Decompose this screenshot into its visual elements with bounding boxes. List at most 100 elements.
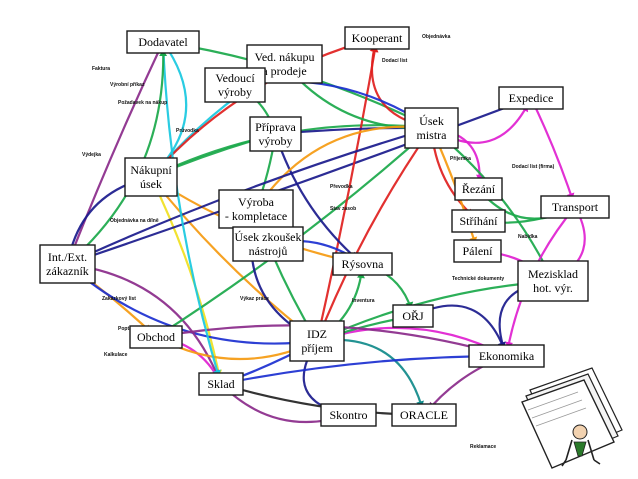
node-label: Expedice (509, 91, 554, 105)
edge-sklad-ekonomika (220, 354, 507, 386)
node-label: Úsek (419, 114, 444, 128)
node-box (392, 304, 434, 328)
node-box (249, 116, 302, 152)
node-oracle[interactable]: ORACLE (391, 403, 457, 427)
node-label: příjem (301, 341, 333, 355)
node-label: ORACLE (400, 408, 448, 422)
node-box (451, 209, 506, 233)
node-label: úsek (140, 177, 162, 191)
node-box (517, 260, 589, 302)
node-label: Řezání (462, 182, 496, 196)
node-label: Ved. nákupu (255, 50, 315, 64)
node-box (198, 372, 244, 396)
node-label: nástrojů (249, 244, 288, 258)
node-box (218, 189, 294, 229)
node-box (540, 195, 610, 219)
node-vyroba-kompletace[interactable]: Výroba- kompletace (218, 189, 294, 229)
connection-label: Kalkulace (104, 352, 128, 358)
node-sklad[interactable]: Sklad (198, 372, 244, 396)
node-box (332, 252, 393, 276)
connection-label: Nabídka (518, 234, 538, 240)
node-box (391, 403, 457, 427)
node-strihani[interactable]: Stříhání (451, 209, 506, 233)
node-ekonomika[interactable]: Ekonomika (468, 344, 545, 368)
connection-label: Faktura (92, 66, 110, 72)
connection-label: Výdejka (82, 152, 101, 158)
edge-idz-usek_mistra (315, 127, 433, 342)
edge-dodavatel-int_ext (66, 41, 164, 265)
connection-label: Průvodka (176, 127, 199, 134)
node-label: zákazník (46, 264, 89, 278)
node-label: Vedoucí (215, 71, 255, 85)
node-label: Transport (552, 200, 599, 214)
node-label: - kompletace (225, 209, 287, 223)
node-label: mistra (417, 128, 448, 142)
node-label: Ekonomika (479, 349, 535, 363)
node-skontro[interactable]: Skontro (320, 403, 377, 427)
node-box (289, 320, 345, 362)
connection-label: Reklamace (470, 444, 496, 450)
node-label: Pálení (463, 244, 494, 258)
node-obchod[interactable]: Obchod (129, 325, 183, 349)
node-rysovna[interactable]: Rýsovna (332, 252, 393, 276)
edge-nakupni_usek-sklad (150, 176, 223, 385)
edge-int_ext-idz (66, 263, 318, 345)
node-label: Mezisklad (528, 267, 578, 281)
edge-expedice-transport (530, 97, 577, 208)
edge-dodavatel-sklad (161, 41, 223, 385)
node-box (129, 325, 183, 349)
node-label: výroby (218, 85, 252, 99)
node-transport[interactable]: Transport (540, 195, 610, 219)
connection-label: Příjemka (450, 156, 471, 162)
node-rezani[interactable]: Řezání (454, 177, 503, 201)
node-label: Příprava (255, 120, 296, 134)
node-int-ext[interactable]: Int./Ext.zákazník (39, 244, 96, 284)
node-label: Kooperant (352, 31, 403, 45)
node-label: Rýsovna (342, 257, 385, 271)
node-box (320, 403, 377, 427)
connection-label: Poptávka (118, 326, 140, 332)
node-label: výroby (259, 134, 293, 148)
node-box (126, 30, 200, 54)
connection-label: Inventura (352, 298, 375, 304)
node-kooperant[interactable]: Kooperant (344, 26, 410, 50)
document-stack-clipart (521, 367, 623, 469)
node-label: Dodavatel (138, 35, 188, 49)
node-box (204, 67, 266, 103)
node-paleni[interactable]: Pálení (453, 239, 502, 263)
node-label: Nákupní (130, 163, 172, 177)
node-label: Obchod (137, 330, 175, 344)
node-box (468, 344, 545, 368)
node-box (344, 26, 410, 50)
connection-label: Dodací list (382, 58, 408, 64)
node-label: IDZ (307, 327, 327, 341)
node-dodavatel[interactable]: Dodavatel (126, 30, 200, 54)
edge-idz-kooperant (315, 37, 379, 342)
node-expedice[interactable]: Expedice (498, 86, 564, 110)
connection-label: Výkaz práce (240, 296, 269, 302)
node-label: Výroba (238, 195, 275, 209)
connection-label: Požadavek na nákup (118, 100, 167, 106)
node-box (404, 107, 459, 149)
node-box (453, 239, 502, 263)
connection-label: Objednávka na dílně (110, 218, 159, 224)
node-label: Skontro (329, 408, 367, 422)
node-ork[interactable]: OŘJ (392, 304, 434, 328)
node-label: Sklad (207, 377, 234, 391)
connection-label: Technické dokumenty (452, 276, 504, 282)
edge-int_ext-expedice (67, 96, 532, 266)
node-box (498, 86, 564, 110)
node-box (232, 226, 304, 262)
node-box (454, 177, 503, 201)
node-box (124, 157, 178, 197)
